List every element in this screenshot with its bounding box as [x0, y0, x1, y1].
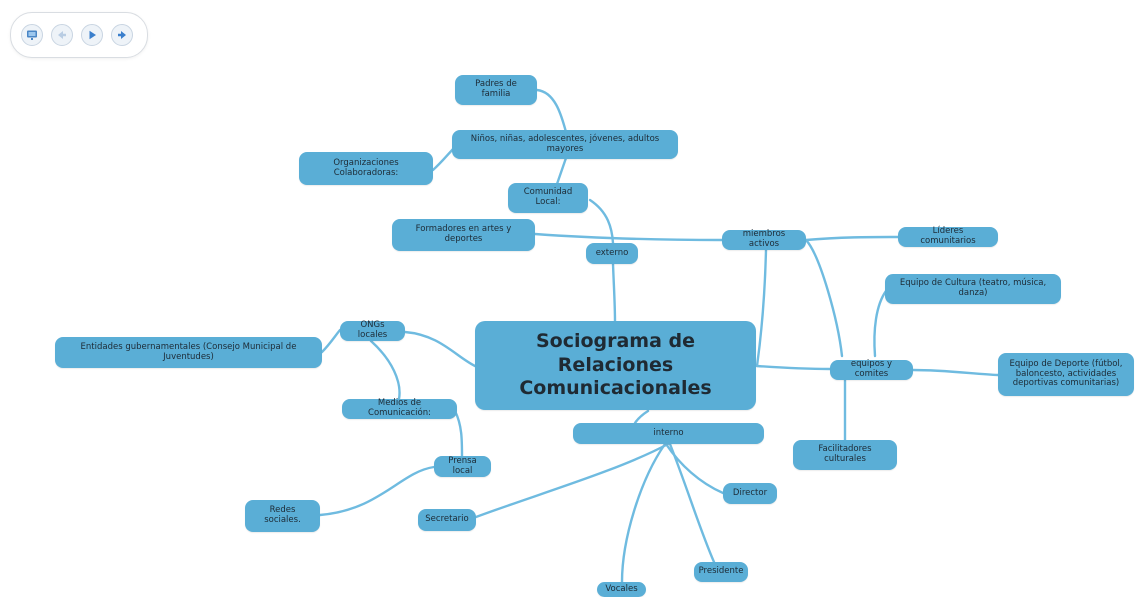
connector — [453, 409, 464, 458]
connector — [668, 442, 716, 564]
node-director[interactable]: Director — [723, 483, 777, 504]
connector — [555, 156, 568, 186]
node-equipo-de-deporte[interactable]: Equipo de Deporte (fútbol, baloncesto, a… — [998, 353, 1134, 396]
connector — [535, 88, 568, 134]
node-vocales[interactable]: Vocales — [597, 582, 646, 597]
connector — [633, 409, 650, 425]
node-prensa-local[interactable]: Prensa local — [434, 456, 491, 477]
connector — [804, 235, 900, 242]
forward-arrow-icon[interactable] — [111, 24, 133, 46]
node-presidente[interactable]: Presidente — [694, 562, 748, 582]
node-ongs-locales[interactable]: ONGs locales — [340, 321, 405, 341]
presentation-icon[interactable] — [21, 24, 43, 46]
connector — [755, 364, 832, 371]
node-facilitadores-culturales[interactable]: Facilitadores culturales — [793, 440, 897, 470]
connector — [873, 289, 888, 358]
node-equipo-de-cultura[interactable]: Equipo de Cultura (teatro, música, danza… — [885, 274, 1061, 304]
node-padres-de-familia[interactable]: Padres de familia — [455, 75, 537, 105]
play-icon[interactable] — [81, 24, 103, 46]
connector — [755, 248, 768, 368]
node-medios-de-comunicacion[interactable]: Medios de Comunicación: — [342, 399, 457, 419]
connector — [620, 442, 667, 584]
node-organizaciones-colaboradoras[interactable]: Organizaciones Colaboradoras: — [299, 152, 433, 185]
connector — [320, 328, 342, 354]
node-comunidad-local[interactable]: Comunidad Local: — [508, 183, 588, 213]
node-ninos-ninas-adolescentes[interactable]: Niños, niñas, adolescentes, jóvenes, adu… — [452, 130, 678, 159]
node-formadores-artes-deportes[interactable]: Formadores en artes y deportes — [392, 219, 535, 251]
connector — [318, 465, 436, 517]
connector — [369, 339, 401, 401]
connector — [911, 368, 1000, 377]
node-interno[interactable]: interno — [573, 423, 764, 444]
node-equipos-y-comites[interactable]: equipos y comites — [830, 360, 913, 380]
node-lideres-comunitarios[interactable]: Líderes comunitarios — [898, 227, 998, 247]
connector — [804, 238, 844, 358]
node-entidades-gubernamentales[interactable]: Entidades gubernamentales (Consejo Munic… — [55, 337, 322, 368]
connector — [403, 330, 477, 368]
node-redes-sociales[interactable]: Redes sociales. — [245, 500, 320, 532]
node-miembros-activos[interactable]: miembros activos — [722, 230, 806, 250]
connector — [474, 442, 670, 519]
node-secretario[interactable]: Secretario — [418, 509, 476, 531]
presentation-toolbar — [10, 12, 148, 58]
connector — [611, 262, 617, 324]
central-topic-sociograma[interactable]: Sociograma de Relaciones Comunicacionale… — [475, 321, 756, 410]
connector — [664, 442, 725, 495]
node-externo[interactable]: externo — [586, 243, 638, 264]
back-arrow-icon[interactable] — [51, 24, 73, 46]
connector — [533, 232, 724, 242]
